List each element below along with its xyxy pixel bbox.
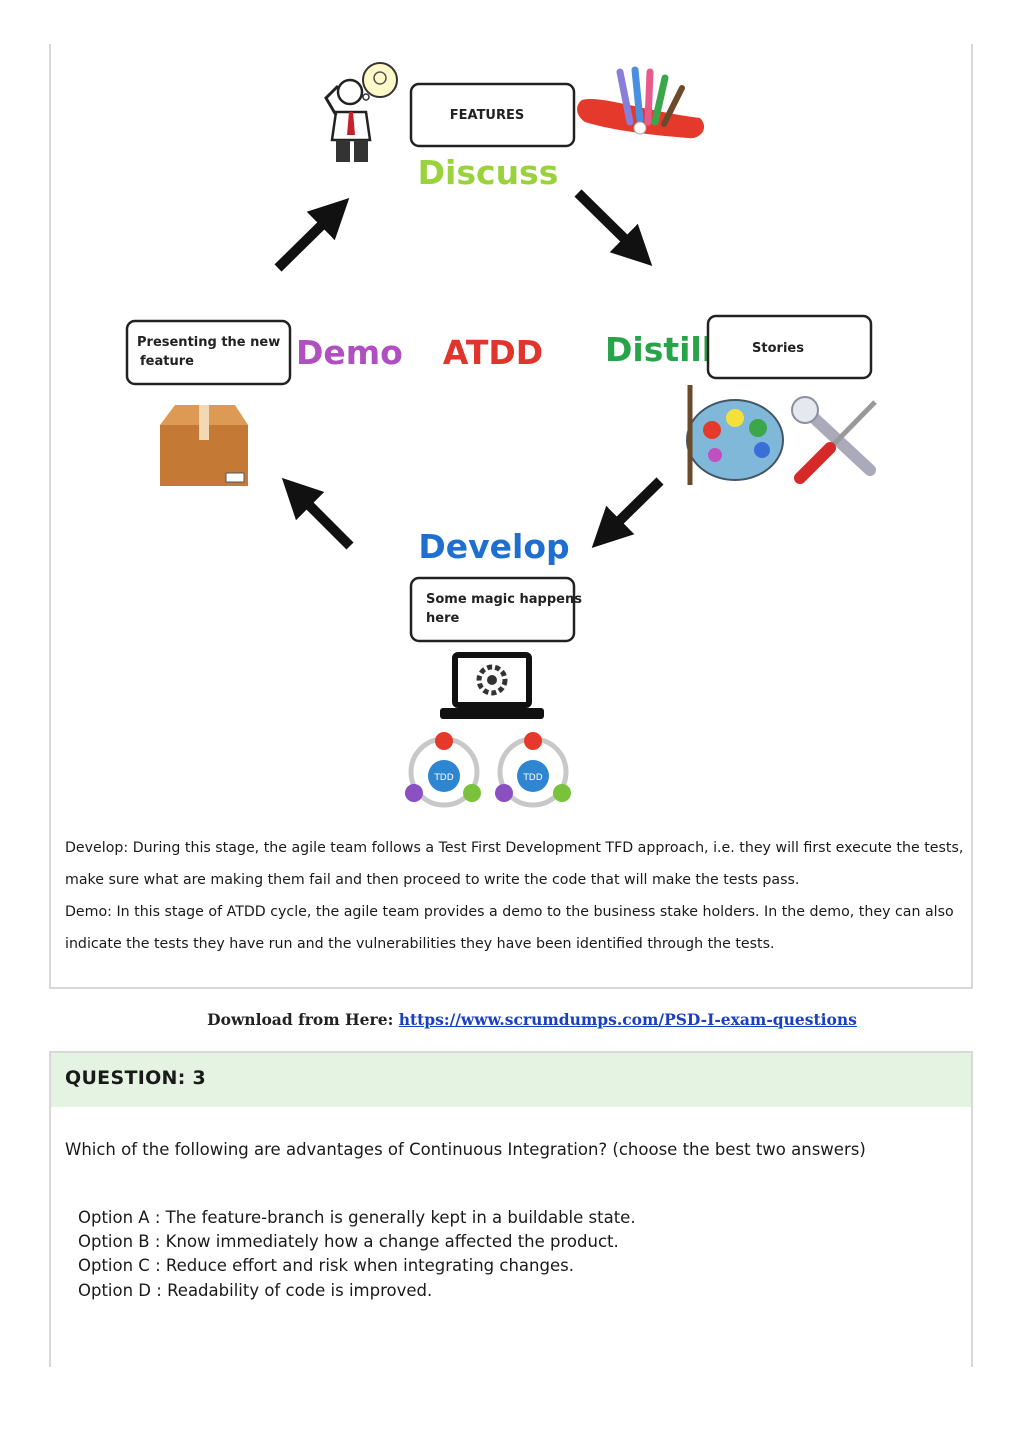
arrow-develop-to-demo xyxy=(281,477,354,550)
stories-box xyxy=(706,314,873,380)
download-label: Download from Here: xyxy=(207,1010,394,1029)
option-d: Option D : Readability of code is improv… xyxy=(78,1281,433,1300)
tdd-cycle-icon: TDD xyxy=(405,732,481,808)
tdd-cycle-icon: TDD xyxy=(495,732,571,808)
develop-box-line2: here xyxy=(426,611,459,626)
download-link[interactable]: https://www.scrumdumps.com/PSD-I-exam-qu… xyxy=(398,1010,857,1029)
develop-explanation-line1: Develop: During this stage, the agile te… xyxy=(65,840,964,856)
stage-demo: Demo xyxy=(296,333,403,372)
stage-discuss: Discuss xyxy=(418,153,559,192)
option-c: Option C : Reduce effort and risk when i… xyxy=(78,1256,574,1275)
answer-panel xyxy=(49,44,973,989)
atdd-cycle-diagram: FEATURES Discuss Presenting the new feat… xyxy=(125,62,877,808)
tdd-label-2: TDD xyxy=(522,773,542,783)
arrow-discuss-to-distill xyxy=(574,189,653,267)
paint-palette-icon xyxy=(686,385,784,485)
atdd-label: ATDD xyxy=(443,333,543,372)
option-a: Option A : The feature-branch is general… xyxy=(78,1208,636,1227)
arrow-distill-to-develop xyxy=(591,477,664,549)
wrench-screwdriver-icon xyxy=(791,396,877,484)
demo-explanation-line2: indicate the tests they have run and the… xyxy=(65,936,775,952)
develop-explanation-line2: make sure what are making them fail and … xyxy=(65,872,800,888)
laptop-gear-icon xyxy=(440,652,544,719)
develop-box xyxy=(409,576,576,643)
stage-develop: Develop xyxy=(418,527,569,566)
features-box xyxy=(409,82,576,148)
question-text: Which of the following are advantages of… xyxy=(65,1140,866,1159)
question-header: QUESTION: 3 xyxy=(51,1053,971,1107)
arrow-demo-to-discuss xyxy=(274,197,350,272)
multitool-icon xyxy=(577,66,705,139)
demo-explanation-line1: Demo: In this stage of ATDD cycle, the a… xyxy=(65,904,954,920)
develop-box-line1: Some magic happens xyxy=(426,592,582,607)
demo-box-line2: feature xyxy=(140,354,194,369)
question-title: QUESTION: 3 xyxy=(65,1067,207,1089)
stories-box-label: Stories xyxy=(752,341,804,356)
demo-box-line1: Presenting the new xyxy=(137,335,280,350)
tdd-label-1: TDD xyxy=(433,773,453,783)
package-box-icon xyxy=(160,405,248,486)
thinking-person-icon xyxy=(324,62,398,162)
option-b: Option B : Know immediately how a change… xyxy=(78,1232,619,1251)
demo-box xyxy=(125,319,292,386)
download-line: Download from Here: https://www.scrumdum… xyxy=(0,1010,1024,1029)
question-panel: QUESTION: 3 xyxy=(49,1051,973,1367)
features-box-label: FEATURES xyxy=(450,108,525,123)
stage-distill: Distill xyxy=(605,330,713,369)
